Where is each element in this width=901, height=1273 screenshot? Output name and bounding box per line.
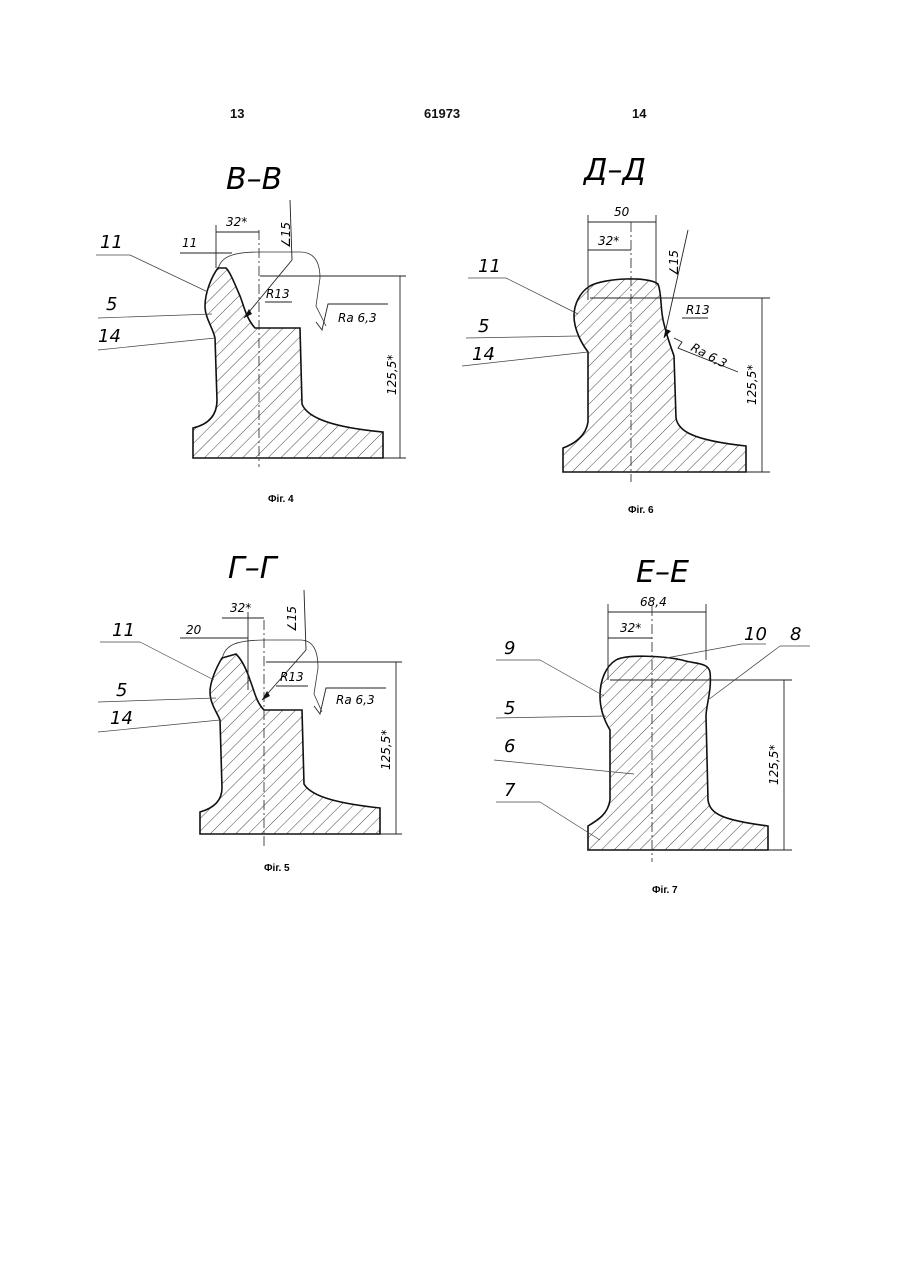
dim-label: 125,5* — [767, 745, 781, 785]
rail-profile — [588, 656, 768, 850]
section-title: Е–Е — [636, 555, 689, 590]
callout-label: 7 — [504, 780, 516, 801]
figure-caption: Фіг. 4 — [268, 494, 294, 505]
figure-4-section-vv: В–В 32* 11 ∠15 R13 Ra 6,3 125,5* 11 5 14… — [96, 162, 406, 505]
radius-label: R13 — [266, 287, 290, 301]
callout-label: 14 — [98, 326, 121, 347]
dim-label: 11 — [182, 236, 197, 250]
section-title: Д–Д — [582, 153, 646, 188]
callout-label: 8 — [790, 624, 801, 645]
dim-label: 125,5* — [379, 730, 393, 770]
dim-label: 32* — [226, 215, 247, 229]
rail-profile — [563, 279, 746, 472]
radius-label: R13 — [280, 670, 304, 684]
dim-label: 68,4 — [640, 595, 667, 609]
angle-label: ∠15 — [285, 606, 299, 632]
figure-caption: Фіг. 5 — [264, 863, 290, 874]
dim-label: 125,5* — [745, 365, 759, 405]
dim-label: 32* — [598, 234, 619, 248]
section-title: В–В — [226, 162, 282, 197]
dim-label: 32* — [620, 621, 641, 635]
callout-label: 14 — [110, 708, 133, 729]
figure-caption: Фіг. 7 — [652, 885, 678, 896]
callout-label: 6 — [504, 736, 515, 757]
section-title: Г–Г — [228, 551, 279, 586]
roughness-label: Ra 6,3 — [336, 693, 375, 707]
callout-label: 11 — [100, 232, 123, 253]
figure-caption: Фіг. 6 — [628, 505, 654, 516]
roughness-label: Ra 6,3 — [689, 340, 730, 370]
callout-label: 9 — [504, 638, 515, 659]
callout-label: 5 — [504, 698, 515, 719]
roughness-label: Ra 6,3 — [338, 311, 377, 325]
callout-label: 11 — [112, 620, 135, 641]
callout-label: 10 — [744, 624, 767, 645]
callout-label: 11 — [478, 256, 501, 277]
figure-6-section-dd: Д–Д 50 32* ∠15 R13 Ra 6,3 125,5* 11 5 14… — [462, 153, 770, 516]
dim-label: 125,5* — [385, 355, 399, 395]
callout-label: 5 — [116, 680, 127, 701]
dim-label: 50 — [614, 205, 630, 219]
callout-label: 14 — [472, 344, 495, 365]
dim-label: 20 — [186, 623, 202, 637]
callout-label: 5 — [106, 294, 117, 315]
figure-7-section-ee: Е–Е 68,4 32* 125,5* 9 5 6 7 10 8 Фіг. 7 — [494, 555, 810, 896]
radius-label: R13 — [686, 303, 710, 317]
callout-label: 5 — [478, 316, 489, 337]
figure-5-section-gg: Г–Г 32* 20 ∠15 R13 Ra 6,3 125,5* 11 5 14… — [98, 551, 402, 874]
